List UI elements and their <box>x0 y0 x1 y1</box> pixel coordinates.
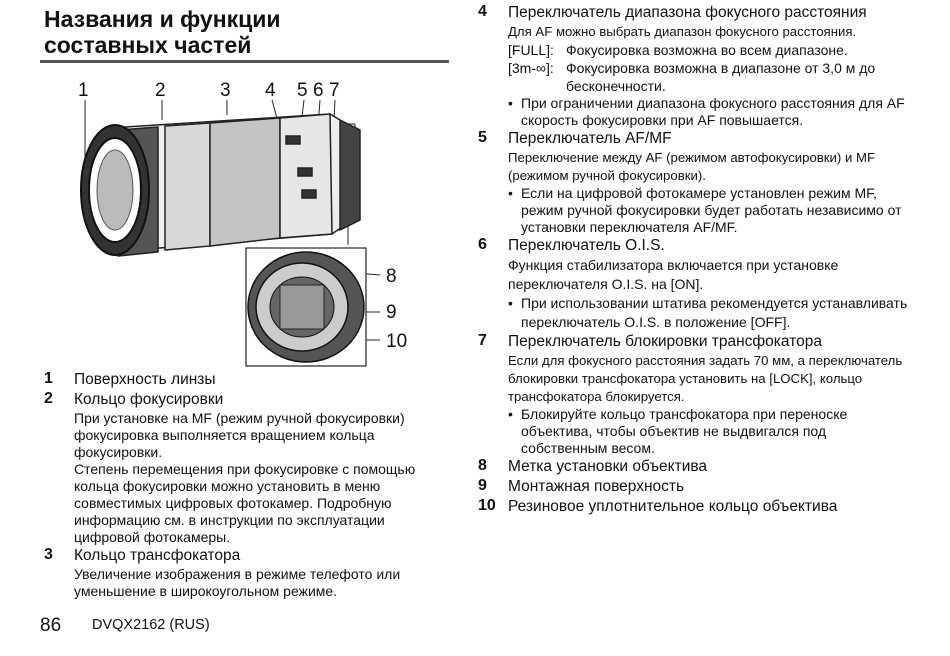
item-8: 8 Метка установки объектива <box>478 457 908 477</box>
item-number: 9 <box>478 477 487 494</box>
item-3: 3 Кольцо трансфокатора Увеличение изобра… <box>44 546 449 600</box>
item-9: 9 Монтажная поверхность <box>478 477 908 497</box>
callout-10: 10 <box>386 331 407 352</box>
item-2: 2 Кольцо фокусировки При установке на MF… <box>44 390 449 546</box>
item-number: 7 <box>478 332 487 349</box>
lens-illustration: 1 2 3 4 5 6 7 8 9 10 <box>78 80 407 367</box>
option-key: [3m-∞]: <box>508 60 554 76</box>
item-number: 6 <box>478 236 487 253</box>
item-description: Функция стабилизатора включается при уст… <box>508 257 839 292</box>
right-column: 4 Переключатель диапазона фокусного расс… <box>478 3 908 517</box>
title-line-1: Названия и функции <box>44 6 281 32</box>
item-heading: Переключатель O.I.S. <box>508 237 665 254</box>
item-number: 2 <box>44 390 53 407</box>
item-heading: Переключатель диапазона фокусного рассто… <box>508 4 867 21</box>
item-4: 4 Переключатель диапазона фокусного расс… <box>478 3 908 129</box>
option-full: [FULL]: Фокусировка возможна во всем диа… <box>508 41 908 59</box>
page-number: 86 <box>40 615 62 636</box>
item-heading: Монтажная поверхность <box>508 478 685 495</box>
item-description: При установке на MF (режим ручной фокуси… <box>74 410 416 545</box>
item-6: 6 Переключатель O.I.S. Функция стабилиза… <box>478 236 908 332</box>
item-number: 4 <box>478 3 487 20</box>
callout-8: 8 <box>386 266 397 287</box>
item-description: Если для фокусного расстояния задать 70 … <box>508 353 903 404</box>
item-bullet: При использовании штатива рекомендуется … <box>508 294 908 332</box>
document-code: DVQX2162 (RUS) <box>92 617 210 633</box>
page-title: Названия и функции составных частей <box>44 6 281 58</box>
callout-5: 5 <box>297 80 308 101</box>
item-5: 5 Переключатель AF/MF Переключение между… <box>478 129 908 236</box>
item-heading: Поверхность линзы <box>74 371 216 388</box>
item-number: 3 <box>44 546 53 563</box>
item-heading: Резиновое уплотнительное кольцо объектив… <box>508 498 838 515</box>
title-line-2: составных частей <box>44 32 252 58</box>
item-number: 5 <box>478 129 487 146</box>
item-number: 10 <box>478 497 496 514</box>
item-bullet: Если на цифровой фотокамере установлен р… <box>508 185 908 236</box>
item-heading: Переключатель AF/MF <box>508 130 672 147</box>
left-column: 1 Поверхность линзы 2 Кольцо фокусировки… <box>44 370 449 600</box>
callout-1: 1 <box>78 80 89 101</box>
option-key: [FULL]: <box>508 42 554 58</box>
item-description: Увеличение изображения в режиме телефото… <box>74 566 401 599</box>
item-number: 8 <box>478 457 487 474</box>
item-number: 1 <box>44 370 53 387</box>
item-heading: Кольцо трансфокатора <box>74 547 241 564</box>
callout-3: 3 <box>220 80 231 101</box>
callout-4: 4 <box>265 80 276 101</box>
option-value: Фокусировка возможна в диапазоне от 3,0 … <box>566 60 876 94</box>
callout-9: 9 <box>386 302 397 323</box>
callout-6: 6 <box>313 80 324 101</box>
item-heading: Переключатель блокировки трансфокатора <box>508 333 822 350</box>
item-10: 10 Резиновое уплотнительное кольцо объек… <box>478 497 908 517</box>
item-heading: Кольцо фокусировки <box>74 391 224 408</box>
item-description: Переключение между AF (режимом автофокус… <box>508 150 876 183</box>
item-bullet: При ограничении диапазона фокусного расс… <box>508 95 908 129</box>
option-3m: [3m-∞]: Фокусировка возможна в диапазоне… <box>508 59 908 95</box>
callout-2: 2 <box>155 80 166 101</box>
title-rule <box>40 60 449 63</box>
callout-7: 7 <box>329 80 340 101</box>
item-7: 7 Переключатель блокировки трансфокатора… <box>478 332 908 457</box>
option-value: Фокусировка возможна во всем диапазоне. <box>566 42 848 58</box>
item-1: 1 Поверхность линзы <box>44 370 449 390</box>
item-bullet: Блокируйте кольцо трансфокатора при пере… <box>508 406 908 457</box>
item-description: Для AF можно выбрать диапазон фокусного … <box>508 24 857 39</box>
item-heading: Метка установки объектива <box>508 458 708 475</box>
